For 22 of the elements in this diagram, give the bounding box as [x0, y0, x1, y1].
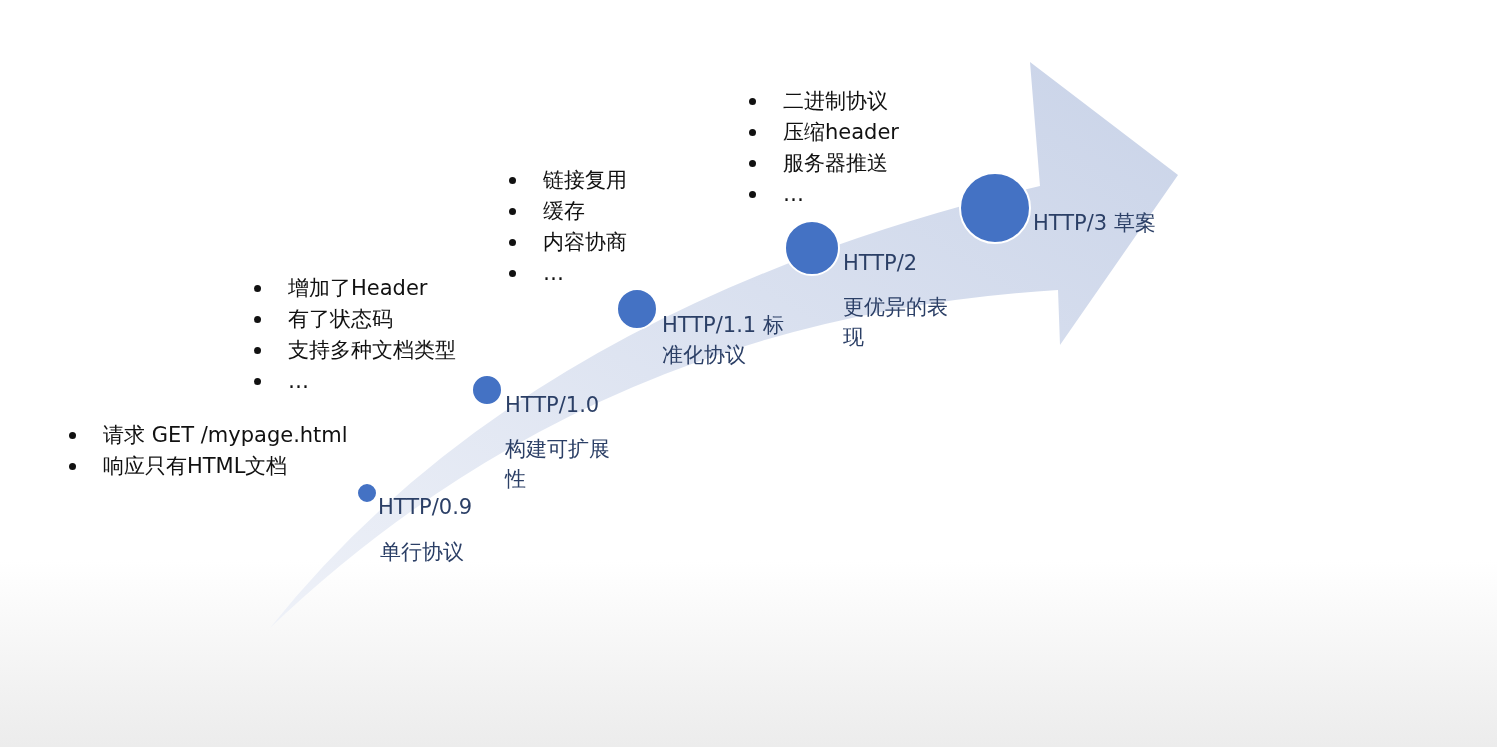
- bullet-text: 压缩header: [783, 120, 899, 144]
- bullet-text: 服务器推送: [783, 151, 888, 175]
- bullet-text: …: [543, 261, 564, 285]
- version-label: HTTP/2: [843, 250, 918, 277]
- version-label: HTTP/1.1 标准化协议: [662, 312, 785, 369]
- bullet-text: …: [783, 182, 804, 206]
- bullet-text: …: [288, 369, 309, 393]
- bullet-text: 有了状态码: [288, 307, 393, 331]
- bullet-text: 支持多种文档类型: [288, 338, 456, 362]
- version-description: 构建可扩展性: [505, 436, 611, 493]
- version-description: 单行协议: [380, 539, 464, 566]
- version-label: HTTP/1.0: [505, 392, 600, 419]
- version-description: 更优异的表现: [843, 294, 949, 351]
- bullet-text: 内容协商: [543, 230, 627, 254]
- bullet-text: 二进制协议: [783, 89, 888, 113]
- version-label: HTTP/3 草案: [1033, 210, 1156, 237]
- bullet-text: 响应只有HTML文档: [103, 454, 288, 478]
- version-label: HTTP/0.9: [378, 494, 473, 521]
- bullet-text: 缓存: [543, 199, 585, 223]
- bullet-text: 增加了Header: [288, 276, 428, 300]
- bullet-text: 请求 GET /mypage.html: [103, 423, 348, 447]
- bullet-text: 链接复用: [543, 168, 627, 192]
